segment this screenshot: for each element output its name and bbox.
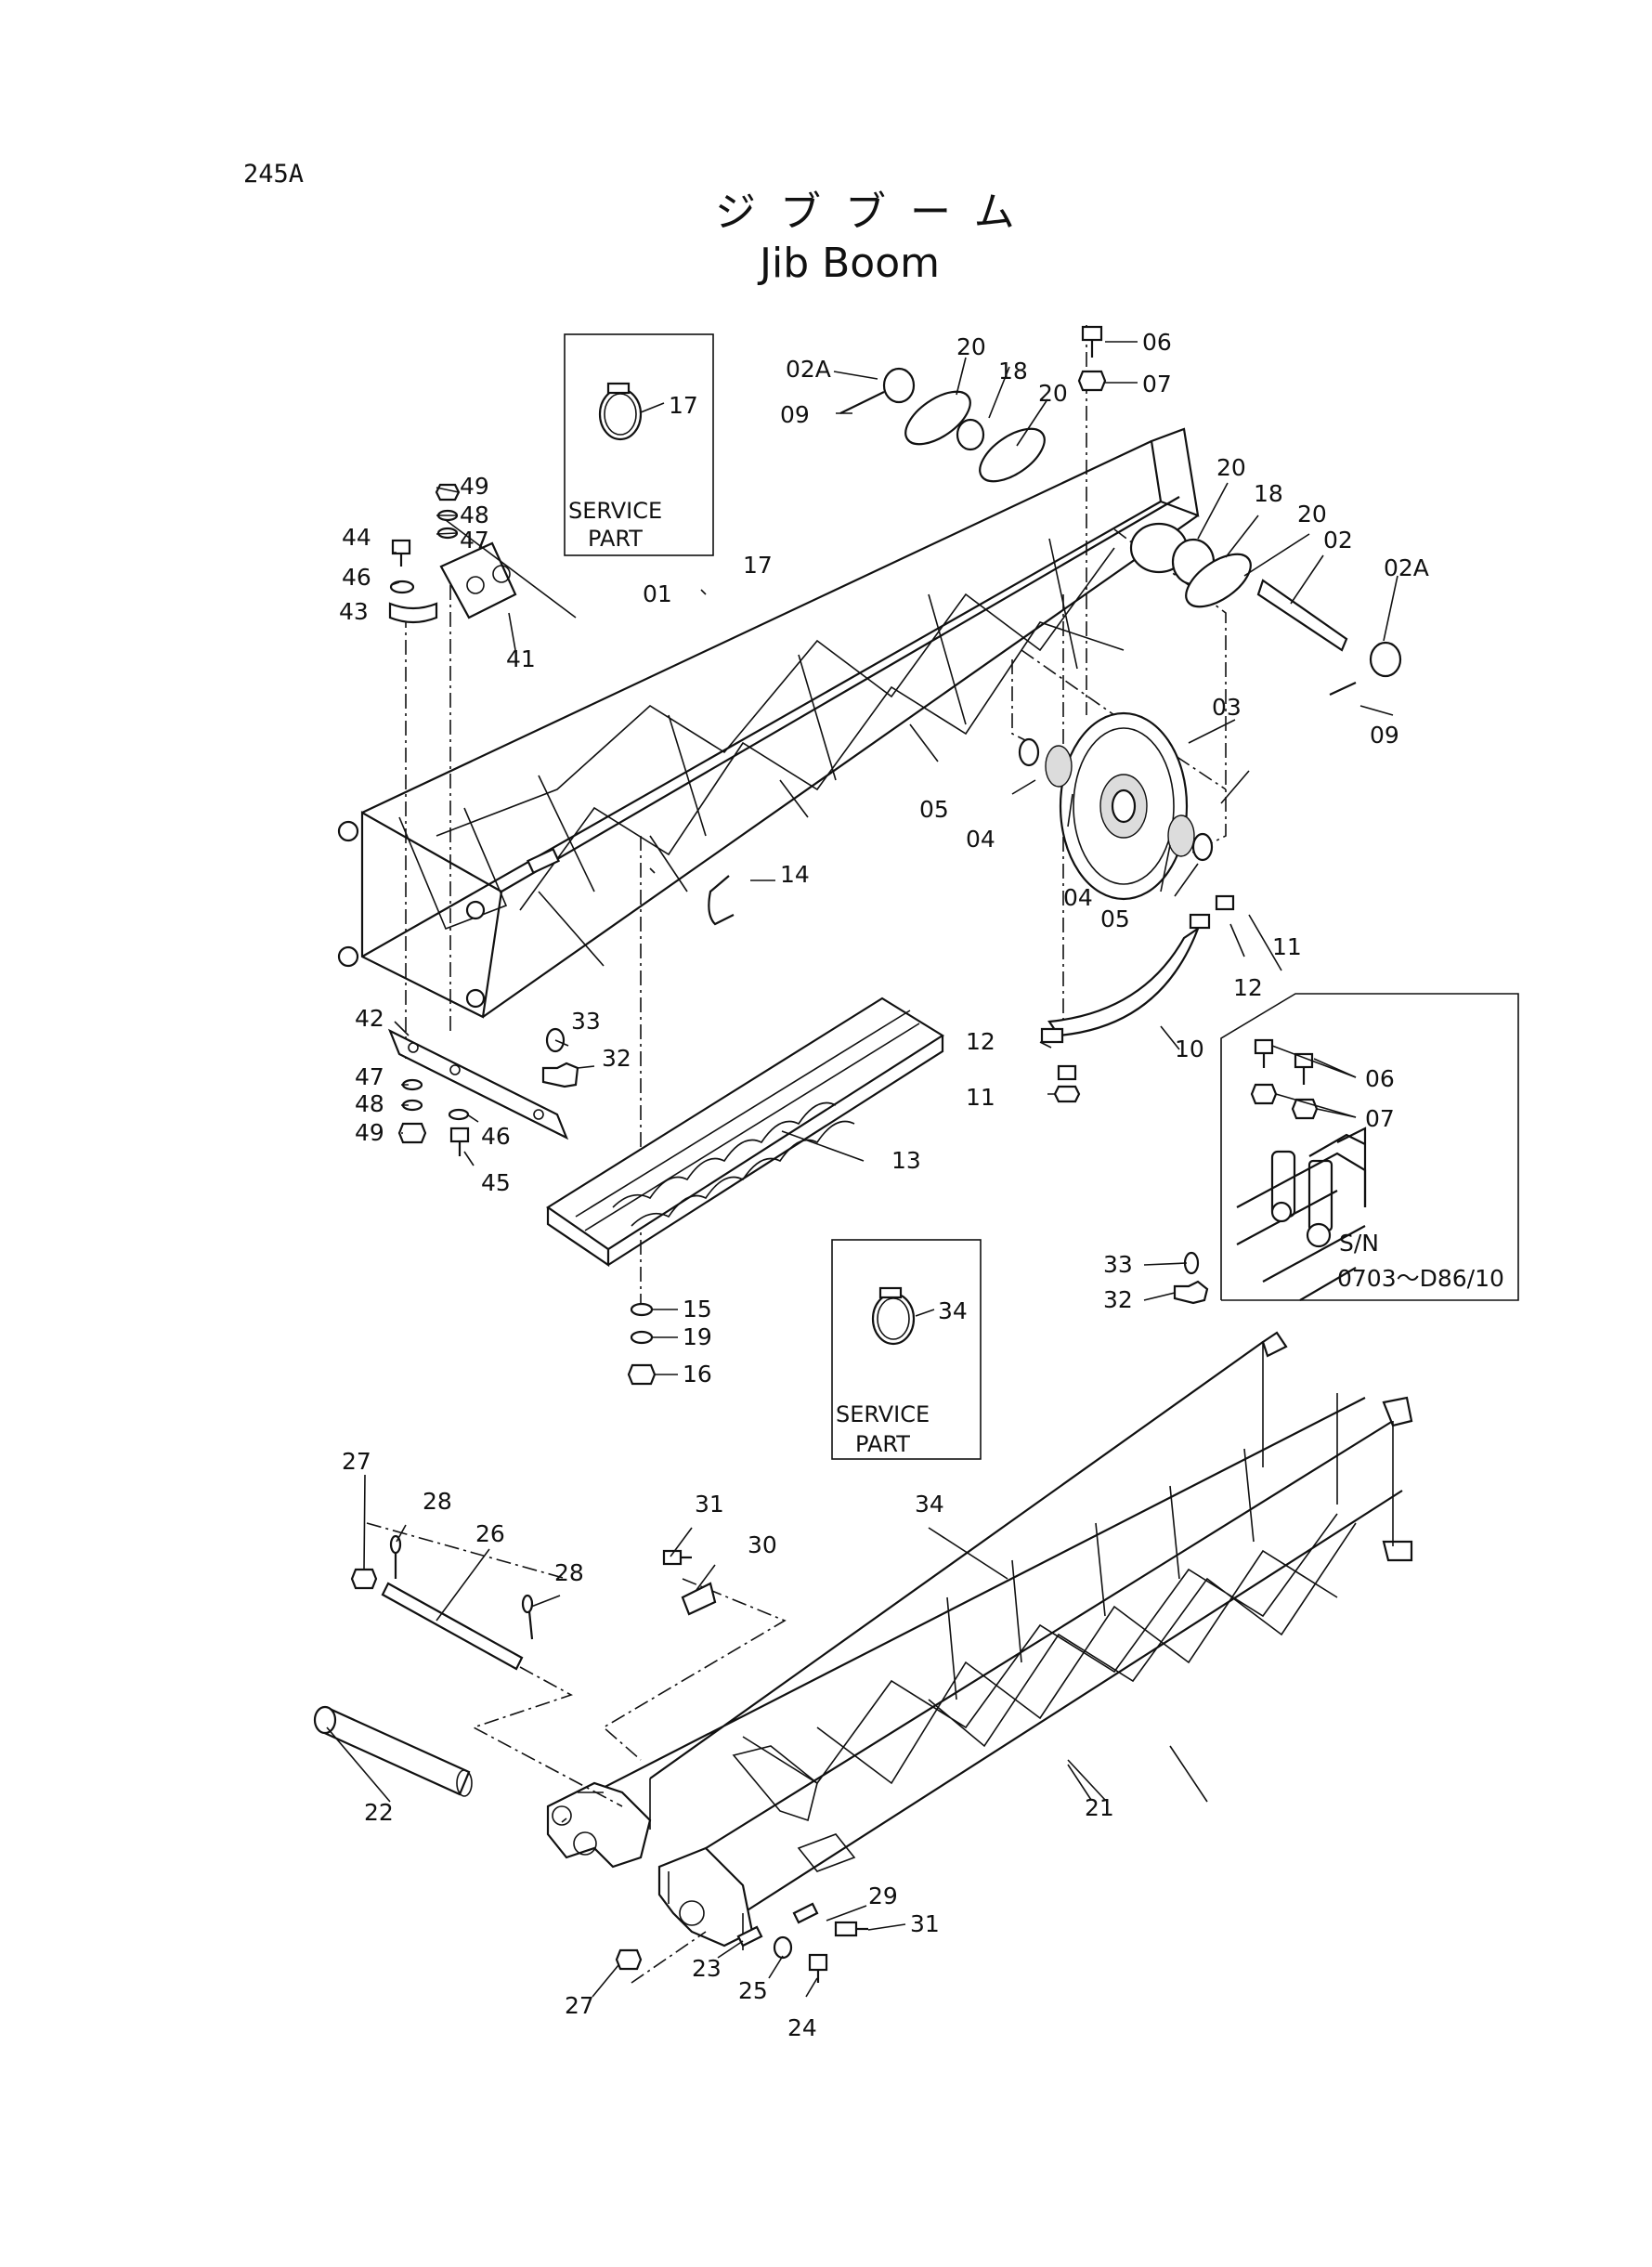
label-49-a: 49 <box>460 473 489 500</box>
label-27-a: 27 <box>342 1448 371 1475</box>
label-32-b: 32 <box>1103 1286 1133 1313</box>
service-part-box-top: 17 SERVICE PART <box>564 333 714 556</box>
service-part-label-top-1: SERVICE <box>568 498 662 524</box>
page-number: 245A <box>243 160 304 189</box>
leader-lines-lower <box>326 1474 1106 1998</box>
label-06-inset: 06 <box>1365 1065 1395 1092</box>
label-04-b: 04 <box>1063 884 1093 911</box>
plate-42 <box>387 1028 569 1156</box>
label-07: 07 <box>1142 371 1172 397</box>
label-42: 42 <box>355 1005 384 1032</box>
label-21: 21 <box>1085 1794 1114 1821</box>
label-23: 23 <box>692 1955 722 1982</box>
label-33-a: 33 <box>571 1008 601 1035</box>
label-11-a: 11 <box>1272 933 1302 960</box>
label-28-b: 28 <box>554 1559 584 1586</box>
small-parts-bottom <box>615 1549 868 1983</box>
label-13: 13 <box>891 1147 921 1174</box>
label-02A: 02A <box>786 356 831 383</box>
label-01: 01 <box>643 580 672 607</box>
label-18-a: 18 <box>998 358 1028 384</box>
sheave-assembly <box>1018 711 1214 901</box>
label-19: 19 <box>683 1323 712 1350</box>
leader-lines <box>389 341 1398 1803</box>
label-10: 10 <box>1175 1036 1204 1062</box>
upper-jib-truss-01 <box>337 427 1200 1019</box>
label-22: 22 <box>364 1799 394 1826</box>
label-04-a: 04 <box>966 826 995 853</box>
label-17: 17 <box>743 552 773 579</box>
serial-inset-box: 06 07 S/N 0703～D86/10 <box>1220 993 1519 1301</box>
label-18-b: 18 <box>1254 480 1283 507</box>
label-06: 06 <box>1142 329 1172 356</box>
label-15: 15 <box>683 1296 712 1322</box>
service-part-label-bottom-2: PART <box>855 1431 910 1457</box>
label-09-b: 09 <box>1370 722 1399 749</box>
pin-assembly-top <box>839 325 1402 696</box>
label-02A-b: 02A <box>1384 554 1429 581</box>
service-part-label-top-2: PART <box>588 526 643 552</box>
serial-range: 0703～D86/10 <box>1337 1265 1504 1292</box>
label-30: 30 <box>748 1531 777 1558</box>
label-29: 29 <box>868 1883 898 1909</box>
label-45: 45 <box>481 1169 511 1196</box>
label-31-b: 31 <box>910 1910 940 1937</box>
label-03: 03 <box>1212 694 1242 721</box>
pin-26 <box>350 1534 534 1671</box>
label-09: 09 <box>780 401 810 428</box>
title-japanese: ジブブーム <box>715 189 1039 236</box>
label-41: 41 <box>506 645 536 672</box>
label-47-a: 47 <box>460 527 489 554</box>
label-20-a: 20 <box>956 333 986 360</box>
label-20-c: 20 <box>1216 454 1246 481</box>
label-47-b: 47 <box>355 1063 384 1090</box>
label-33-b: 33 <box>1103 1251 1133 1278</box>
lower-jib-truss-21 <box>546 1331 1413 1950</box>
service-part-box-bottom: 34 SERVICE PART <box>831 1239 982 1460</box>
label-31-a: 31 <box>695 1491 724 1518</box>
label-16: 16 <box>683 1361 712 1388</box>
label-44: 44 <box>342 524 371 551</box>
label-14: 14 <box>780 861 810 888</box>
part-labels: 06 07 02A 09 20 18 20 20 18 20 02 02A 09… <box>339 329 1429 2041</box>
label-11-b: 11 <box>966 1084 995 1111</box>
label-43: 43 <box>339 598 369 625</box>
pin-clamp-41 <box>388 483 517 624</box>
u-bolt-14 <box>708 875 735 926</box>
label-28-a: 28 <box>423 1488 452 1515</box>
label-17-service: 17 <box>669 392 698 419</box>
label-05-a: 05 <box>919 796 949 823</box>
walkway-13 <box>545 997 945 1268</box>
pin-22 <box>313 1705 473 1797</box>
service-part-label-bottom-1: SERVICE <box>836 1401 930 1427</box>
rope-guard-10 <box>1040 894 1235 1103</box>
label-34-service: 34 <box>938 1297 968 1324</box>
title-english: Jib Boom <box>757 240 940 287</box>
label-48-b: 48 <box>355 1090 384 1117</box>
label-20-d: 20 <box>1297 501 1327 528</box>
pin-32-lower <box>1173 1251 1209 1305</box>
label-48-a: 48 <box>460 502 489 528</box>
label-46-b: 46 <box>481 1123 511 1150</box>
label-12-b: 12 <box>966 1028 995 1055</box>
label-20-b: 20 <box>1038 380 1068 407</box>
label-32-a: 32 <box>602 1045 631 1072</box>
label-34: 34 <box>915 1491 944 1518</box>
serial-label: S/N <box>1339 1230 1379 1257</box>
assembly-lines-lower <box>366 1522 787 1984</box>
label-07-inset: 07 <box>1365 1105 1395 1132</box>
pin-32-upper <box>541 1027 579 1088</box>
walkway-fasteners <box>627 1302 657 1386</box>
label-46-a: 46 <box>342 564 371 591</box>
label-24: 24 <box>787 2014 817 2041</box>
label-25: 25 <box>738 1977 768 2004</box>
label-12-a: 12 <box>1233 974 1263 1001</box>
label-05-b: 05 <box>1100 905 1130 932</box>
label-49-b: 49 <box>355 1119 384 1146</box>
label-26: 26 <box>475 1520 505 1547</box>
label-02: 02 <box>1323 527 1353 554</box>
label-27-b: 27 <box>565 1992 594 2019</box>
